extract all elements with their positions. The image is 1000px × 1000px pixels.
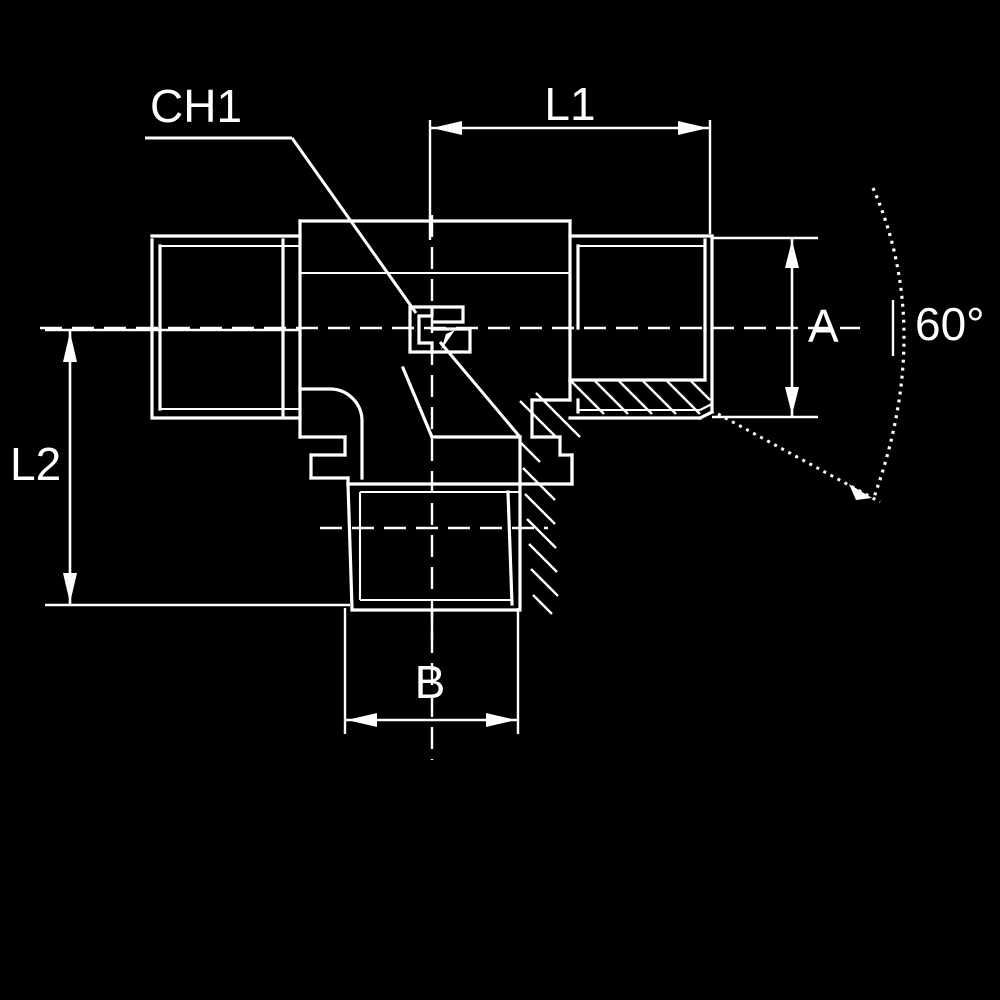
hatch-line-3	[569, 379, 605, 415]
branch-right-inner-taper	[506, 490, 514, 606]
hatch-line-6	[641, 379, 677, 415]
symbol-lower-arm	[432, 327, 472, 354]
branch-left-taper	[346, 482, 354, 610]
hatch-line-9	[519, 441, 541, 463]
hatch-line-7	[665, 379, 701, 415]
section-callout-symbol	[408, 305, 472, 354]
a-arrow-bottom	[785, 387, 799, 415]
symbol-left-bracket	[408, 305, 434, 354]
l1-label: L1	[544, 78, 595, 130]
hatch-line-14	[530, 568, 559, 597]
hatch-line-11	[524, 493, 556, 525]
cone-seat-diagonal	[400, 365, 435, 440]
b-arrow-right	[486, 713, 516, 727]
l2-arrow-top	[63, 332, 77, 362]
ch1-leader-lower	[438, 341, 522, 438]
l1-arrow-left	[432, 121, 462, 135]
a-arrow-top	[785, 240, 799, 268]
dimension-b: B	[343, 608, 520, 734]
b-arrow-left	[347, 713, 377, 727]
dimension-ch1: CH1	[145, 80, 522, 438]
a-label: A	[808, 300, 839, 352]
hatch-line-10	[522, 467, 556, 501]
hatch-line-5	[617, 379, 653, 415]
section-chamfer	[697, 409, 715, 421]
hatch-line-13	[528, 543, 558, 573]
hatch-line-8	[689, 379, 711, 401]
ch1-leader	[290, 137, 418, 314]
hatch-line-12	[526, 518, 557, 549]
dimension-l1: L1	[428, 78, 712, 240]
angle-arc	[871, 187, 906, 501]
hatch-line-15	[532, 594, 553, 615]
ch1-arrowhead	[441, 330, 455, 350]
dimension-a: A	[712, 236, 839, 419]
l2-label: L2	[10, 438, 61, 490]
section-chamfer-thread	[699, 403, 713, 411]
hatch-line-1	[519, 400, 557, 438]
angle-label: 60°	[915, 298, 985, 350]
l1-arrow-right	[678, 121, 708, 135]
fitting-body	[150, 219, 715, 615]
ch1-label: CH1	[150, 80, 242, 132]
body-branch-fillet	[298, 387, 364, 480]
dimension-angle-60: 60°	[717, 187, 985, 504]
section-hatching	[519, 379, 711, 615]
symbol-upper-arm	[432, 305, 465, 324]
hatch-line-4	[593, 379, 629, 415]
b-label: B	[415, 656, 446, 708]
angle-arrowhead	[849, 484, 872, 500]
hatch-line-2	[535, 392, 581, 438]
l2-arrow-bottom	[63, 573, 77, 603]
dimension-l2: L2	[10, 328, 350, 607]
center-lines	[40, 215, 860, 760]
